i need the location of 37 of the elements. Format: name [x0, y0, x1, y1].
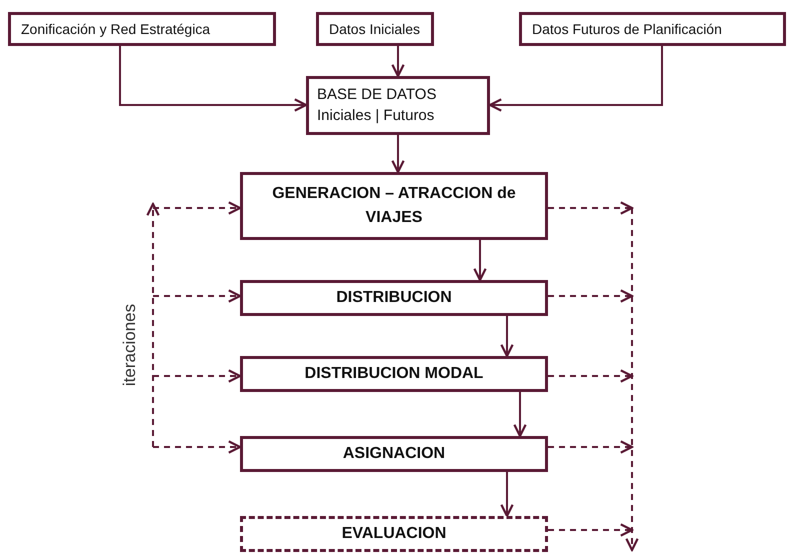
- box-text: Iniciales | Futuros: [317, 106, 436, 126]
- dashed-arrow: [548, 440, 634, 454]
- process-box: [316, 12, 434, 46]
- dashed-arrow: [153, 440, 242, 454]
- arrow: [119, 46, 308, 112]
- box-text: Datos Iniciales: [329, 21, 422, 37]
- box-text: DISTRIBUCION MODAL: [304, 364, 484, 384]
- process-box: [240, 172, 548, 240]
- box-text: EVALUACION: [342, 524, 446, 544]
- dashed-arrow: [548, 369, 634, 383]
- box-text: GENERACION – ATRACCION de VIAJES: [271, 184, 517, 228]
- process-box: [8, 12, 276, 46]
- box-text: Datos Futuros de Planificación: [532, 21, 723, 37]
- dashed-arrow: [153, 369, 242, 383]
- process-box: [306, 76, 490, 135]
- dashed-arrow: [548, 289, 634, 303]
- arrow: [473, 240, 487, 282]
- arrow: [513, 392, 527, 438]
- process-box: [240, 516, 548, 552]
- process-box: [240, 280, 548, 316]
- arrow: [391, 46, 405, 78]
- box-text: BASE DE DATOS: [317, 85, 438, 106]
- dashed-arrow: [153, 201, 242, 215]
- arrow: [391, 135, 405, 174]
- process-box: [240, 356, 548, 392]
- box-text: ASIGNACION: [342, 444, 446, 464]
- arrow: [500, 472, 514, 518]
- dashed-arrow: [153, 289, 242, 303]
- dashed-arrow: [548, 523, 634, 537]
- box-text: DISTRIBUCION: [336, 288, 452, 308]
- process-box: [240, 436, 548, 472]
- process-box: [519, 12, 786, 46]
- arrow: [500, 316, 514, 358]
- arrow: [488, 46, 663, 112]
- box-text: Zonificación y Red Estratégica: [21, 21, 212, 37]
- dashed-arrow: [548, 201, 634, 215]
- side-label: iteraciones: [120, 304, 140, 386]
